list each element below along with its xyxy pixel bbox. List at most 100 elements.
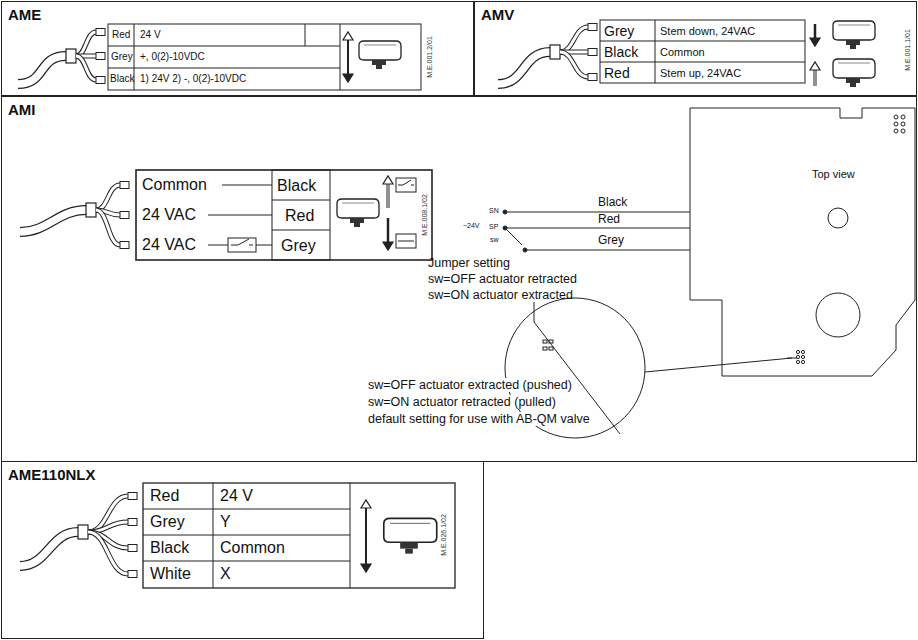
wire-label: Black [598,196,627,210]
wire [96,185,120,210]
wire-label: Grey [111,51,133,63]
wire-label: Grey [604,23,634,39]
cable-jacket [498,52,550,84]
switch-symbol [396,234,416,248]
panel-title: AME110NLX [8,466,96,483]
wire-end [128,545,137,552]
cable-jacket [18,56,66,84]
wire-end [128,571,137,578]
wire-label: Jumper setting [428,256,510,270]
wire-label: Common [660,46,705,59]
wire [88,496,128,532]
arrow-head [383,242,393,250]
switch-symbol [398,241,414,242]
wire-end [120,212,129,219]
drawing-code: M.E.001.1/01 [904,29,912,71]
table-rule [600,41,805,42]
wire [507,228,690,229]
arrow-shaft [815,70,816,86]
wire-label: 24 VAC [142,206,196,224]
arrow-shaft [814,24,817,38]
arrow-shaft [347,40,349,74]
arrow-head [810,62,820,70]
wire-end [120,182,129,189]
wire-label: 1) 24V 2) -, 0(2)-10VDC [140,73,246,85]
wire-label: Black [110,73,134,85]
wire-end [128,519,137,526]
wire-label: Top view [812,168,855,181]
arrow-head [810,38,820,46]
cable-plug [78,525,88,539]
wire [96,210,120,245]
connector-pins [894,115,905,133]
cable-jacket [498,52,550,84]
wire-label: SN [489,207,499,215]
wire-label: 24 V [140,29,161,41]
table-frame [136,170,432,260]
arrow-head [383,176,393,184]
cable-jacket [20,210,86,232]
leader-line [208,245,228,246]
wire-end [96,77,105,84]
wire [88,532,128,574]
table-rule [305,24,306,46]
wire-label: Black [604,44,638,60]
wire-label: +, 0(2)-10VDC [140,51,205,63]
arrow-shaft [388,184,389,208]
leader-line [222,185,272,186]
switch-symbol [398,180,414,185]
wire-label: Grey [150,513,185,531]
table-rule [143,535,350,536]
actuator-icon [384,518,437,553]
wire-label: Red [604,65,630,81]
detail-leader [645,358,792,372]
cable-jacket [20,532,78,566]
actuator-icon [833,59,875,87]
wire [76,56,96,80]
note-text: sw=ON actuator retracted (pulled) [366,395,558,409]
wire-end [588,24,597,31]
table-rule [272,230,330,231]
cable-plug [66,49,76,63]
table-rule [340,24,341,90]
leader-line [256,245,272,246]
switch-symbol [231,239,253,245]
leader-line [208,215,272,216]
wire-label: White [150,565,191,583]
table-frame [600,20,805,83]
wire [76,32,96,56]
wire-label: ~24V [463,222,480,230]
wire-label: Grey [281,237,316,255]
wire-label: Black [150,539,189,557]
drawing-code: M.E.026.1/02 [440,514,448,556]
panel-title: AMV [481,6,514,23]
arrow-head [343,32,353,40]
wire [560,52,588,77]
wire-label: SP [489,223,498,231]
panel-title: AME [8,6,41,23]
wire [527,250,690,251]
arrow-shaft [387,218,390,242]
table-rule [108,68,340,69]
wire-label: Red [112,29,130,41]
wire-end [588,49,597,56]
wire [560,52,588,77]
cable-plug [550,45,560,59]
wire-label: X [220,565,231,583]
wire [560,27,588,52]
arrow-head [361,564,371,572]
wire-end [120,242,129,249]
table-rule [655,20,656,83]
wire-end [588,74,597,81]
wire-end [128,493,137,500]
drawing-code: M.E.008.1/02 [421,194,429,236]
table-frame [143,483,455,588]
wire [88,496,128,532]
wire-label: Stem down, 24VAC [660,25,755,38]
wire-label: 24 VAC [142,236,196,254]
wire [88,532,128,574]
wire-label: 24 V [220,487,253,505]
wire-label: sw=OFF actuator retracted [428,272,577,286]
wire-label: Black [277,177,316,195]
panel-title: AMI [8,101,36,118]
